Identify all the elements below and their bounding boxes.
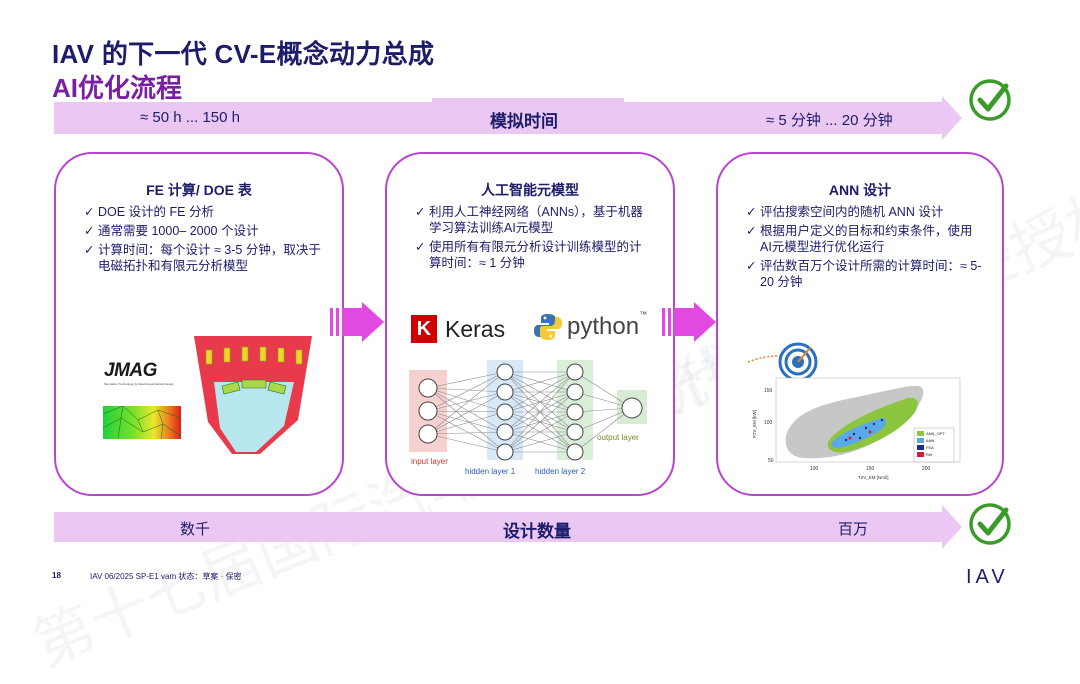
target-icon bbox=[748, 342, 818, 382]
bullet: ✓利用人工神经网络（ANNs），基于机器学习算法训练AI元模型 bbox=[415, 205, 643, 235]
svg-text:P2V_EM [kW]: P2V_EM [kW] bbox=[752, 410, 757, 438]
hidden-layer-2-label: hidden layer 2 bbox=[535, 467, 586, 476]
flow-arrow-icon bbox=[662, 302, 716, 342]
design-count-band bbox=[54, 512, 942, 542]
design-count-arrow-head bbox=[942, 505, 962, 549]
bullet: ✓使用所有有限元分析设计训练模型的计算时间：≈ 1 分钟 bbox=[415, 240, 642, 270]
svg-text:ANN: ANN bbox=[926, 438, 935, 443]
svg-text:100: 100 bbox=[764, 420, 773, 426]
jmag-logo: JMAG Simulation Technology for Electrome… bbox=[104, 360, 174, 386]
bullet: ✓评估搜索空间内的随机 ANN 设计 bbox=[746, 205, 944, 219]
svg-text:200: 200 bbox=[922, 466, 931, 472]
motor-cross-section-image bbox=[194, 336, 312, 454]
panel-ann-design: ANN 设计 ✓评估搜索空间内的随机 ANN 设计 ✓根据用户定义的目标和约束条… bbox=[716, 152, 1004, 496]
keras-logo: K Keras bbox=[411, 314, 505, 344]
bullet: ✓通常需要 1000– 2000 个设计 bbox=[84, 224, 259, 238]
page-number: 18 bbox=[52, 571, 61, 580]
design-count-max: 百万 bbox=[838, 521, 869, 538]
svg-text:IAV: IAV bbox=[966, 566, 1009, 587]
svg-text:FEA: FEA bbox=[926, 445, 934, 450]
design-count-min: 数千 bbox=[180, 521, 211, 538]
simulation-time-label: 模拟时间 bbox=[490, 112, 558, 131]
legend-swatch bbox=[917, 431, 924, 436]
svg-text:150: 150 bbox=[866, 466, 875, 472]
bullet: ✓DOE 设计的 FE 分析 bbox=[84, 205, 214, 219]
python-icon bbox=[534, 314, 562, 340]
flow-arrow-icon bbox=[330, 302, 384, 342]
svg-text:ANN_OPT: ANN_OPT bbox=[926, 431, 945, 436]
output-layer-label: output layer bbox=[597, 433, 639, 442]
design-count-label: 设计数量 bbox=[503, 522, 571, 541]
bullet: ✓根据用户定义的目标和约束条件，使用AI元模型进行优化运行 bbox=[746, 224, 973, 254]
page-subtitle: AI优化流程 bbox=[52, 73, 183, 103]
svg-text:Ref: Ref bbox=[926, 452, 933, 457]
neural-network-diagram: input layer hidden layer 1 hidden layer … bbox=[409, 360, 647, 476]
simulation-time-min: ≈ 50 h ... 150 h bbox=[140, 109, 240, 126]
panel-title: FE 计算/ DOE 表 bbox=[146, 182, 252, 198]
check-icon bbox=[969, 79, 1011, 121]
panel-title: ANN 设计 bbox=[828, 182, 892, 198]
fe-mesh-image bbox=[103, 406, 181, 439]
footer-info: IAV 06/2025 SP-E1 vam 状态：草案 · 保密 bbox=[90, 572, 242, 581]
page-title: IAV 的下一代 CV-E概念动力总成 bbox=[52, 39, 435, 69]
svg-text:50: 50 bbox=[768, 458, 774, 464]
bullet: ✓计算时间：每个设计 ≈ 3-5 分钟，取决于电磁拓扑和有限元分析模型 bbox=[84, 243, 321, 273]
panel-ai-metamodel: 人工智能元模型 ✓利用人工神经网络（ANNs），基于机器学习算法训练AI元模型 … bbox=[385, 152, 675, 496]
panel-fe-doe: FE 计算/ DOE 表 ✓DOE 设计的 FE 分析 ✓通常需要 1000– … bbox=[54, 152, 344, 496]
check-icon bbox=[969, 503, 1011, 545]
bullet: ✓评估数百万个设计所需的计算时间：≈ 5-20 分钟 bbox=[746, 259, 982, 289]
hidden-layer-1-label: hidden layer 1 bbox=[465, 467, 516, 476]
simulation-time-arrow-head bbox=[942, 96, 962, 140]
simulation-time-max: ≈ 5 分钟 ... 20 分钟 bbox=[766, 112, 893, 129]
svg-text:100: 100 bbox=[810, 466, 819, 472]
svg-text:T2V_EM [Nm/l]: T2V_EM [Nm/l] bbox=[858, 475, 889, 480]
iav-logo: IAV bbox=[966, 566, 1009, 587]
band-center-tab bbox=[432, 98, 624, 134]
scatter-plot-image: 150 100 50 100 150 200 T2V_EM [Nm/l] P2V… bbox=[752, 377, 961, 480]
svg-text:150: 150 bbox=[764, 388, 773, 394]
input-layer-label: input layer bbox=[411, 457, 448, 466]
panel-title: 人工智能元模型 bbox=[481, 182, 579, 198]
